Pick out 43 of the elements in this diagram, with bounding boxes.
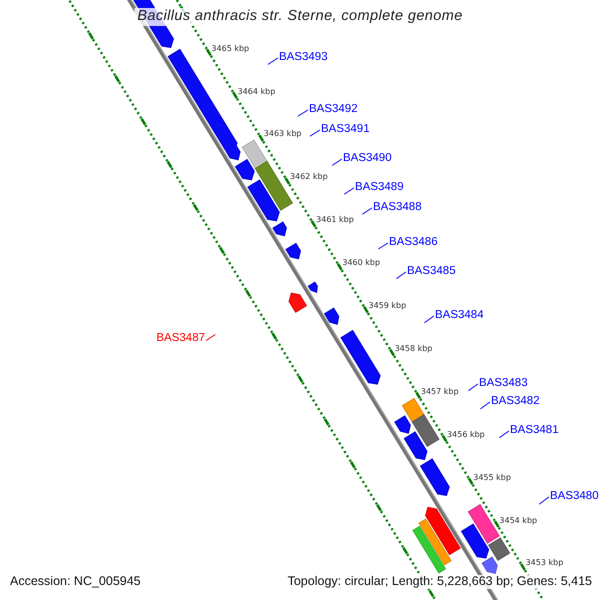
- gene-label: BAS3491: [321, 123, 370, 136]
- leader-line: [378, 242, 388, 250]
- scale-label: 3462 kbp: [290, 173, 328, 182]
- leader-line: [396, 271, 406, 280]
- scale-label: 3456 kbp: [447, 430, 485, 440]
- scale-label: 3461 kbp: [316, 216, 354, 226]
- leader-line: [498, 430, 510, 438]
- scale-label: 3454 kbp: [499, 516, 538, 526]
- scale-label: 3455 kbp: [473, 474, 511, 482]
- scale-label: 3460 kbp: [342, 259, 380, 268]
- leader-line: [538, 496, 550, 505]
- gene-label: BAS3492: [309, 103, 358, 116]
- gene-label: BAS3481: [510, 424, 559, 437]
- gene-label: BAS3486: [389, 236, 438, 249]
- gene-label: BAS3490: [343, 152, 392, 165]
- leader-line: [424, 315, 434, 324]
- gene-label: BAS3493: [279, 51, 328, 64]
- gene-label: BAS3485: [407, 265, 456, 278]
- gene-label: BAS3483: [479, 377, 528, 390]
- scale-label: 3465 kbp: [211, 44, 250, 54]
- scale-label: 3459 kbp: [368, 302, 406, 311]
- scale-label: 3458 kbp: [394, 344, 432, 354]
- leader-line: [297, 109, 308, 117]
- gene-label: BAS3487: [156, 332, 205, 345]
- gene-label: BAS3482: [491, 395, 540, 408]
- leader-line: [332, 158, 342, 166]
- genome-summary: Topology: circular; Length: 5,228,663 bp; Genes: 5,415: [286, 575, 594, 589]
- leader-line: [344, 187, 354, 195]
- leader-line: [206, 334, 216, 342]
- gene-label: BAS3484: [435, 309, 484, 322]
- gene-label: BAS3488: [373, 201, 422, 214]
- scale-label: 3453 kbp: [526, 559, 564, 568]
- leader-line: [309, 129, 320, 137]
- leader-line: [362, 207, 372, 215]
- gene-label: BAS3489: [355, 181, 404, 194]
- leader-line: [267, 57, 278, 65]
- scale-label: 3463 kbp: [264, 130, 302, 140]
- leader-line: [468, 383, 478, 392]
- scale-label: 3464 kbp: [238, 88, 276, 96]
- leader-line: [480, 401, 490, 410]
- gene-label: BAS3480: [550, 490, 599, 503]
- accession-text: Accession: NC_005945: [8, 575, 143, 589]
- scale-label: 3457 kbp: [420, 388, 459, 397]
